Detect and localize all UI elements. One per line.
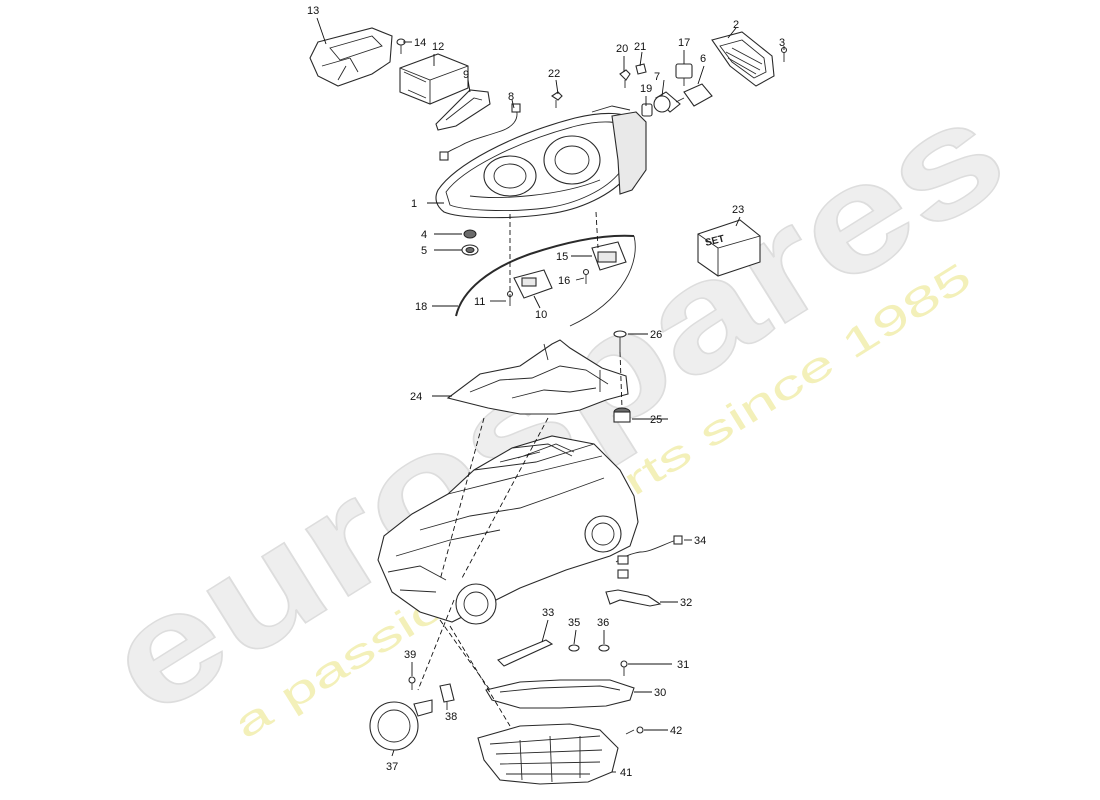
lamp-housing-part-30 <box>485 679 635 709</box>
callout-36: 36 <box>597 617 609 629</box>
screw-part-20 <box>619 69 631 88</box>
screw-part-26 <box>613 330 627 352</box>
callout-38: 38 <box>445 711 457 723</box>
callout-33: 33 <box>542 607 554 619</box>
callout-39: 39 <box>404 649 416 661</box>
callout-24: 24 <box>410 391 422 403</box>
callout-34: 34 <box>694 535 706 547</box>
bulb-part-38 <box>439 683 455 710</box>
set-box-label: SET <box>704 234 726 249</box>
callout-11: 11 <box>474 296 485 308</box>
callout-17: 17 <box>678 37 690 49</box>
wiring-part-8 <box>439 103 521 161</box>
headlight-part-1 <box>435 105 647 219</box>
bolt-part-22 <box>551 91 563 108</box>
seal-part-18 <box>455 234 636 327</box>
lamp-part-6 <box>675 83 713 107</box>
callout-21: 21 <box>634 41 646 53</box>
grommet-part-5 <box>461 244 479 256</box>
callout-2: 2 <box>733 19 739 31</box>
bracket-part-13 <box>309 27 393 87</box>
vehicle <box>377 435 639 625</box>
grille-part-41 <box>477 723 619 785</box>
callout-32: 32 <box>680 597 692 609</box>
carrier-part-24 <box>446 339 629 415</box>
bulb-part-17 <box>675 63 693 86</box>
callout-26: 26 <box>650 329 662 341</box>
wiring-part-34 <box>615 535 683 579</box>
screw-part-11 <box>506 290 514 306</box>
screw-part-16 <box>582 268 590 284</box>
grommet-part-4 <box>463 229 477 239</box>
screw-part-42 <box>625 726 644 735</box>
callout-7: 7 <box>654 71 660 83</box>
adjuster-part-25 <box>613 407 631 423</box>
screw-part-31 <box>620 660 628 676</box>
bulb-part-36 <box>598 644 610 652</box>
callout-10: 10 <box>535 309 547 321</box>
socket-part-19 <box>641 103 653 117</box>
screw-part-39 <box>408 676 416 690</box>
control-module-part-12 <box>399 53 469 105</box>
callout-4: 4 <box>421 229 427 241</box>
callout-16: 16 <box>558 275 570 287</box>
callout-23: 23 <box>732 204 744 216</box>
leader-lines <box>316 17 785 773</box>
callout-8: 8 <box>508 91 514 103</box>
callout-30: 30 <box>654 687 666 699</box>
callout-15: 15 <box>556 251 568 263</box>
set-box-part-23: SET <box>697 219 761 277</box>
callout-12: 12 <box>432 41 444 53</box>
callout-41: 41 <box>620 767 632 779</box>
callout-1: 1 <box>411 198 417 210</box>
callout-22: 22 <box>548 68 560 80</box>
callout-42: 42 <box>670 725 682 737</box>
callout-25: 25 <box>650 414 662 426</box>
callout-13: 13 <box>307 5 319 17</box>
cover-part-2 <box>711 31 775 87</box>
callout-19: 19 <box>640 83 652 95</box>
callout-20: 20 <box>616 43 628 55</box>
clip-part-21 <box>635 63 647 75</box>
bulb-part-7 <box>653 91 681 113</box>
callout-31: 31 <box>677 659 689 671</box>
screw-part-14 <box>396 38 406 54</box>
callout-18: 18 <box>415 301 427 313</box>
trim-part-32 <box>605 589 662 607</box>
callout-37: 37 <box>386 761 398 773</box>
callout-35: 35 <box>568 617 580 629</box>
callout-5: 5 <box>421 245 427 257</box>
fog-lamp-part-37 <box>369 699 433 751</box>
led-module-part-10 <box>513 269 553 299</box>
ballast-part-15 <box>591 241 627 271</box>
callout-14: 14 <box>414 37 426 49</box>
marker-part-33 <box>497 639 554 667</box>
callout-9: 9 <box>463 69 469 81</box>
bulb-part-35 <box>568 644 580 652</box>
callout-3: 3 <box>779 37 785 49</box>
callout-6: 6 <box>700 53 706 65</box>
